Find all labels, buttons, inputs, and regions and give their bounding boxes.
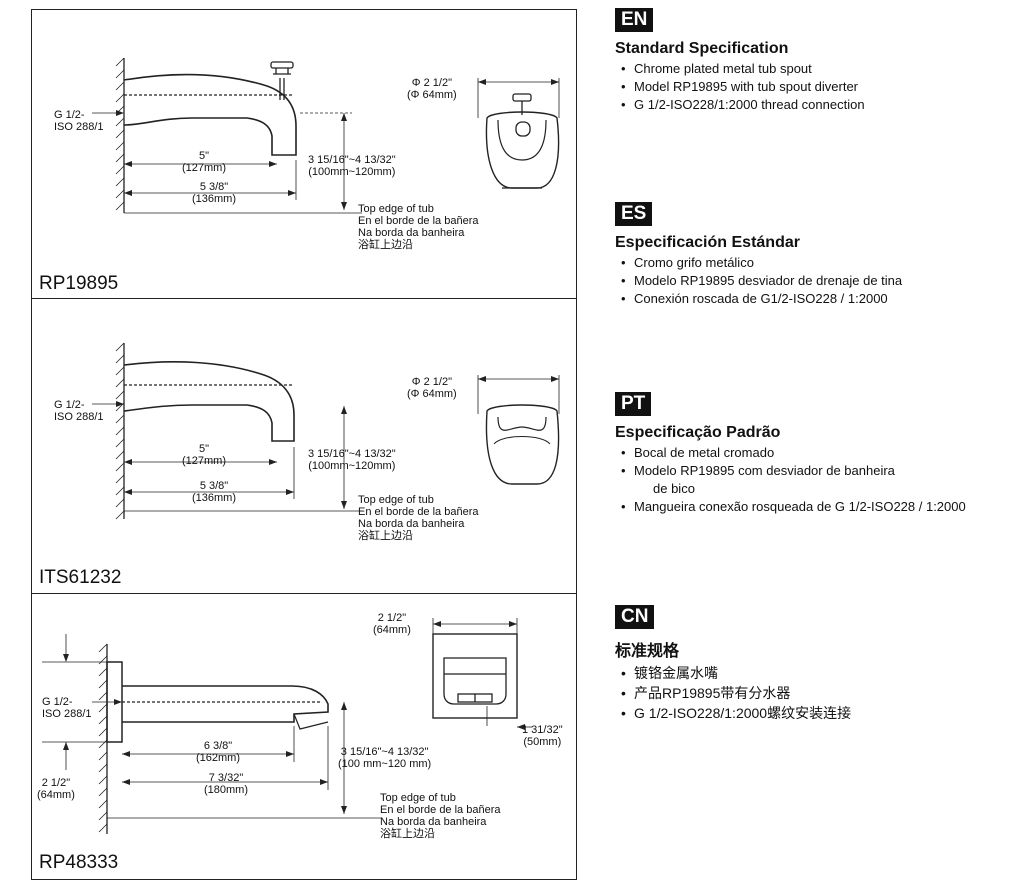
- spec-list: 镀铬金属水嘴 产品RP19895带有分水器 G 1/2-ISO228/1:200…: [615, 663, 1015, 723]
- spec-title: Especificação Padrão: [615, 424, 781, 441]
- spec-es: ES Especificación Estándar Cromo grifo m…: [615, 202, 1015, 308]
- spec-pt: PT Especificação Padrão Bocal de metal c…: [615, 392, 1015, 516]
- dim-diameter: Φ 2 1/2"(Φ 64mm): [407, 77, 457, 101]
- spec-title: 标准规格: [615, 643, 680, 660]
- dim-5in: 5"(127mm): [182, 150, 227, 174]
- spout-drawing-its61232: [92, 342, 560, 520]
- list-item: Bocal de metal cromado: [621, 444, 1015, 462]
- dim-7-3-32in: 7 3/32"(180mm): [204, 772, 249, 796]
- spec-list: Cromo grifo metálico Modelo RP19895 desv…: [615, 254, 1015, 308]
- dim-height: 3 15/16"~4 13/32"(100mm~120mm): [308, 448, 396, 472]
- dim-5in: 5"(127mm): [182, 443, 227, 467]
- dim-diameter: Φ 2 1/2"(Φ 64mm): [407, 376, 457, 400]
- list-item-continuation: de bico: [653, 481, 695, 496]
- list-item: Mangueira conexão rosqueada de G 1/2-ISO…: [621, 498, 1015, 516]
- dim-top-2-1-2in: 2 1/2"(64mm): [373, 612, 411, 636]
- dim-height: 3 15/16"~4 13/32"(100 mm~120 mm): [338, 746, 432, 770]
- spec-title: Especificación Estándar: [615, 234, 800, 251]
- panel-rp19895: G 1/2-ISO 288/1 5"(127mm) 5 3/8"(136mm) …: [31, 9, 577, 300]
- lang-badge: ES: [615, 202, 653, 226]
- model-label: RP48333: [39, 852, 119, 873]
- list-item: G 1/2-ISO228/1:2000 thread connection: [621, 96, 1015, 114]
- panel-its61232: G 1/2-ISO 288/1 5"(127mm) 5 3/8"(136mm) …: [31, 298, 577, 595]
- list-item: 产品RP19895带有分水器: [621, 683, 1015, 703]
- list-item: Model RP19895 with tub spout diverter: [621, 78, 1015, 96]
- list-item: Modelo RP19895 com desviador de banheira: [621, 462, 1015, 480]
- list-item: Modelo RP19895 desviador de drenaje de t…: [621, 272, 1015, 290]
- panel-rp48333: G 1/2-ISO 288/1 2 1/2"(64mm) 6 3/8"(162m…: [31, 593, 577, 880]
- dim-height: 3 15/16"~4 13/32"(100mm~120mm): [308, 154, 396, 178]
- spout-drawing-rp19895: [92, 57, 560, 214]
- spec-title: Standard Specification: [615, 40, 789, 57]
- thread-label: G 1/2-ISO 288/1: [42, 696, 92, 720]
- dim-1-31-32in: 1 31/32"(50mm): [522, 724, 563, 748]
- list-item: G 1/2-ISO228/1:2000螺纹安装连接: [621, 703, 1015, 723]
- lang-badge: CN: [615, 605, 655, 629]
- list-item: 镀铬金属水嘴: [621, 663, 1015, 683]
- thread-label: G 1/2-ISO 288/1: [54, 399, 104, 423]
- dim-5-3-8in: 5 3/8"(136mm): [192, 181, 237, 205]
- model-label: RP19895: [39, 273, 119, 294]
- dim-5-3-8in: 5 3/8"(136mm): [192, 480, 237, 504]
- list-item: Conexión roscada de G1/2-ISO228 / 1:2000: [621, 290, 1015, 308]
- lang-badge: EN: [615, 8, 654, 32]
- model-label: ITS61232: [39, 567, 122, 588]
- spout-drawing-rp48333: [42, 618, 532, 834]
- spec-list: Chrome plated metal tub spout Model RP19…: [615, 60, 1015, 114]
- dim-left-2-1-2in: 2 1/2"(64mm): [37, 777, 75, 801]
- thread-label: G 1/2-ISO 288/1: [54, 109, 104, 133]
- dim-6-3-8in: 6 3/8"(162mm): [196, 740, 241, 764]
- list-item: Chrome plated metal tub spout: [621, 60, 1015, 78]
- spec-en: EN Standard Specification Chrome plated …: [615, 8, 1015, 114]
- lang-badge: PT: [615, 392, 652, 416]
- list-item: Cromo grifo metálico: [621, 254, 1015, 272]
- spec-list: Bocal de metal cromado Modelo RP19895 co…: [615, 444, 1015, 516]
- spec-cn: CN 标准规格 镀铬金属水嘴 产品RP19895带有分水器 G 1/2-ISO2…: [615, 605, 1015, 723]
